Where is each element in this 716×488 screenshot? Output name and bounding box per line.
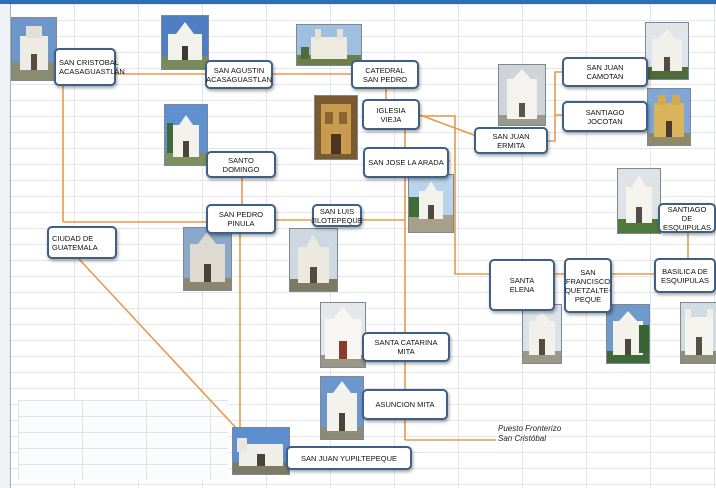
node-san-juan-ermita[interactable]: SAN JUAN ERMITA: [474, 127, 548, 154]
node-santiago-de-esquipulas[interactable]: SANTIAGO DE ESQUIPULAS: [658, 203, 716, 233]
node-san-juan-camotan[interactable]: SAN JUAN CAMOTAN: [562, 57, 648, 87]
node-san-pedro-pinula[interactable]: SAN PEDRO PINULA: [206, 204, 276, 234]
row-header-strip: [0, 0, 11, 488]
node-san-francisco-quetzaltepeque[interactable]: SAN FRANCISCO QUETZALTE- PEQUE: [564, 258, 612, 313]
annotation-line-1: Puesto Fronterizo: [498, 424, 562, 433]
node-santiago-jocotan[interactable]: SANTIAGO JOCOTAN: [562, 101, 648, 132]
node-san-cristobal[interactable]: SAN CRISTOBAL ACASAGUASTLÁN: [54, 48, 125, 86]
photo-san-cristobal: [11, 17, 57, 81]
line-guatemala-yupil: [77, 257, 239, 431]
window-top-border: [0, 0, 716, 4]
photo-basilica: [680, 302, 716, 364]
photo-catedral: [296, 24, 362, 66]
photo-san-juan-yupiltepeque: [232, 427, 290, 475]
line-iglesia-elena: [420, 115, 490, 275]
photo-san-francisco: [606, 304, 650, 364]
node-ciudad-de-guatemala[interactable]: CIUDAD DE GUATEMALA: [47, 226, 117, 259]
photo-santiago-de-esquipulas: [617, 168, 661, 234]
photo-santiago-jocotan: [647, 88, 691, 146]
node-san-juan-yupiltepeque[interactable]: SAN JUAN YUPILTEPEQUE: [286, 446, 412, 470]
node-santo-domingo[interactable]: SANTO DOMINGO: [206, 151, 276, 178]
photo-san-juan-camotan: [645, 22, 689, 80]
node-san-agustin[interactable]: SAN AGUSTIN ACASAGUASTLAN: [205, 60, 273, 89]
annotation-puesto-fronterizo: Puesto Fronterizo San Cristóbal: [498, 424, 608, 444]
photo-san-jose-la-arada: [408, 174, 454, 233]
photo-san-agustin: [161, 15, 209, 70]
photo-iglesia-vieja: [314, 95, 358, 160]
photo-san-juan-ermita: [498, 64, 546, 126]
photo-asuncion-mita: [320, 376, 364, 440]
node-san-jose-la-arada[interactable]: SAN JOSE LA ARADA: [363, 147, 449, 178]
line-ermita-camotan: [548, 71, 563, 142]
empty-cell-area: [18, 400, 228, 480]
node-iglesia-vieja[interactable]: IGLESIA VIEJA: [362, 99, 420, 130]
node-san-luis-jilotepeque[interactable]: SAN LUIS JILOTEPEQUE: [311, 204, 363, 227]
annotation-line-2: San Cristóbal: [498, 434, 547, 443]
photo-santa-elena: [522, 304, 562, 364]
node-catedral-san-pedro[interactable]: CATEDRAL SAN PEDRO: [351, 60, 419, 89]
node-asuncion-mita[interactable]: ASUNCION MITA: [362, 389, 448, 420]
photo-santa-catarina-mita: [320, 302, 366, 368]
node-santa-catarina-mita[interactable]: SANTA CATARINA MITA: [362, 332, 450, 362]
node-basilica-de-esquipulas[interactable]: BASILICA DE ESQUIPULAS: [654, 258, 716, 293]
photo-san-luis-jilotepeque: [289, 228, 338, 292]
node-santa-elena[interactable]: SANTA ELENA: [489, 259, 555, 311]
photo-san-pedro-pinula: [183, 227, 232, 291]
photo-santo-domingo: [164, 104, 208, 166]
